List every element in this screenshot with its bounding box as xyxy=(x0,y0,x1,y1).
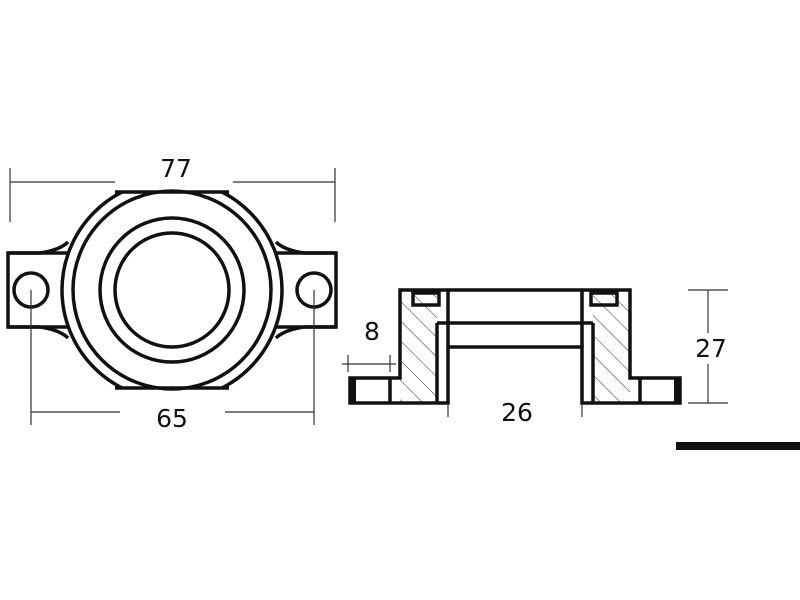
outer-body-circle xyxy=(60,192,284,388)
dimension-26: 26 xyxy=(447,398,583,427)
mounting-lug-outline xyxy=(6,240,338,340)
middle-ring xyxy=(98,216,246,364)
front-view: 77 65 xyxy=(6,154,338,433)
dimension-26-label: 26 xyxy=(501,398,533,427)
left-wall-hatch xyxy=(400,290,437,403)
outer-ring xyxy=(71,189,273,391)
right-wall-hatch xyxy=(593,290,630,403)
dimension-8: 8 xyxy=(342,317,396,372)
dimension-77-label: 77 xyxy=(160,154,192,183)
dimension-27: 27 xyxy=(688,289,728,404)
scale-bar xyxy=(676,442,800,450)
side-section-view: 8 26 27 xyxy=(342,288,728,427)
dimension-8-label: 8 xyxy=(364,317,380,346)
dimension-77: 77 xyxy=(9,154,336,222)
dimension-27-label: 27 xyxy=(695,334,727,363)
dimension-65: 65 xyxy=(30,290,315,433)
bore-circle xyxy=(113,231,231,349)
dimension-65-label: 65 xyxy=(156,404,188,433)
section-outline xyxy=(348,288,682,405)
